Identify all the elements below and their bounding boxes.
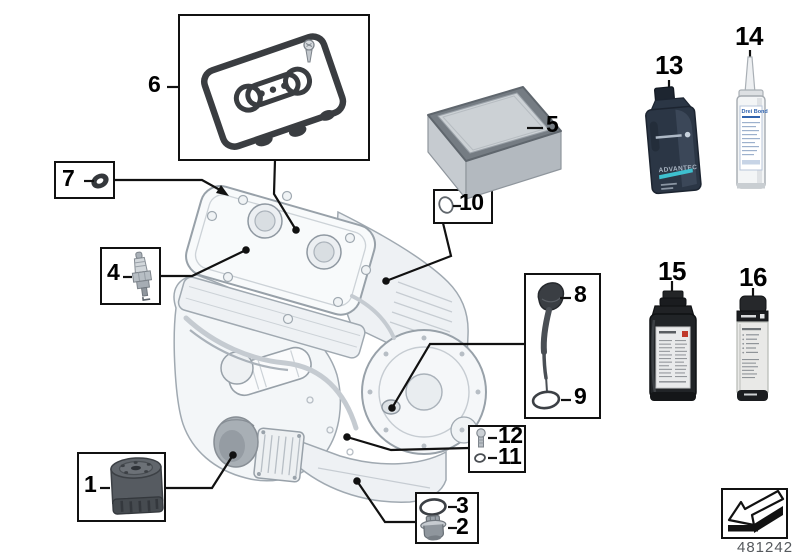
callout-label-9[interactable]: 9 <box>574 383 587 409</box>
callout-label-7[interactable]: 7 <box>62 165 75 191</box>
callout-label-2[interactable]: 2 <box>456 513 469 539</box>
page-back-arrow-icon[interactable] <box>727 489 785 533</box>
callout-label-3[interactable]: 3 <box>456 492 469 518</box>
o-ring-9[interactable] <box>531 390 561 410</box>
sealant-brand-text: Drei Bond <box>742 109 768 115</box>
callout-label-8[interactable]: 8 <box>574 281 587 307</box>
oil-bottle-teal-stripe <box>659 168 693 180</box>
gasket-screw-icon <box>303 39 315 63</box>
sealant-cartridge[interactable]: Drei Bond <box>736 56 768 189</box>
leader-dot-8-9 <box>388 404 396 412</box>
callout-label-13[interactable]: 13 <box>655 50 683 80</box>
callout-dashes <box>84 126 571 530</box>
engine-illustration <box>173 185 487 503</box>
valve-cover-gasket[interactable] <box>201 33 350 160</box>
leader-line-7 <box>114 178 221 191</box>
oil-bottle-brand-text: ADVANTEC <box>658 164 697 174</box>
figure-number: 481242 <box>737 539 794 556</box>
leader-line-3-2 <box>356 480 416 524</box>
leader-line-12-11 <box>346 435 470 452</box>
screw-12[interactable] <box>476 428 486 448</box>
callout-label-6[interactable]: 6 <box>148 71 161 97</box>
callout-label-14[interactable]: 14 <box>735 21 763 51</box>
leader-line-10 <box>385 222 453 283</box>
callout-label-10[interactable]: 10 <box>459 189 484 215</box>
callout-label-12[interactable]: 12 <box>498 422 523 448</box>
engine-oil-bottle[interactable]: ADVANTEC <box>643 85 702 195</box>
spray-can[interactable] <box>736 295 769 401</box>
spark-plug[interactable] <box>130 251 155 301</box>
leader-dot-6 <box>292 226 300 234</box>
leader-arrowhead-7 <box>216 185 229 196</box>
callout-label-15[interactable]: 15 <box>658 256 686 286</box>
leader-line-6 <box>272 159 297 231</box>
callout-label-16[interactable]: 16 <box>739 262 767 292</box>
air-filter[interactable] <box>427 86 562 200</box>
leader-line-1 <box>165 454 234 490</box>
callout-label-5[interactable]: 5 <box>546 111 559 137</box>
grommet-seal[interactable] <box>89 171 111 192</box>
o-ring-10[interactable] <box>437 195 455 215</box>
leader-dot-3-2 <box>353 477 361 485</box>
leader-dot-4 <box>242 246 250 254</box>
leader-dots <box>216 185 396 485</box>
leader-dot-10 <box>382 277 390 285</box>
o-ring-11[interactable] <box>474 453 486 463</box>
leader-dot-12-11 <box>343 433 351 441</box>
leader-line-8-9 <box>391 342 525 409</box>
warning-mark <box>682 331 688 337</box>
oil-drain-plug[interactable] <box>420 515 447 541</box>
leader-dot-1 <box>229 451 237 459</box>
callout-label-4[interactable]: 4 <box>107 259 120 285</box>
fluid-bottle[interactable] <box>649 290 697 401</box>
oil-filter[interactable] <box>110 457 164 515</box>
callout-label-11[interactable]: 11 <box>498 443 522 469</box>
o-ring-3[interactable] <box>419 498 447 516</box>
callout-label-1[interactable]: 1 <box>84 471 97 497</box>
leader-line-4 <box>160 249 247 278</box>
